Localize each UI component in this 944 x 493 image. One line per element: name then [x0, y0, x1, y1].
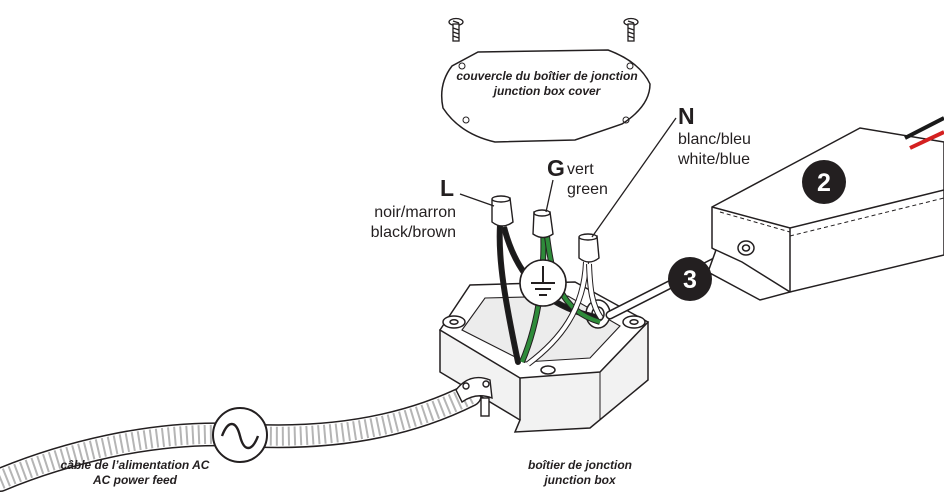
cover-label-en: junction box cover: [493, 84, 601, 98]
cover-screw-right-icon: [623, 17, 639, 42]
cover-screw-left-icon: [448, 17, 464, 42]
leader-lines: [459, 117, 677, 238]
neutral-wire: [526, 261, 604, 367]
neutral-letter: N: [678, 103, 695, 129]
live-color-en: black/brown: [370, 224, 456, 241]
wire-nut-live: [491, 195, 514, 227]
wire-nut-neutral: [578, 233, 600, 263]
badge-driver-number: 2: [817, 169, 831, 197]
cover-label: couvercle du boîtier de jonction junctio…: [452, 69, 642, 99]
ac-sine-icon: [212, 407, 268, 463]
live-colors: noir/marron black/brown: [340, 203, 456, 243]
ground-colors: vert green: [567, 160, 608, 200]
cable-clamp: [455, 376, 493, 417]
badge-driver: 2: [802, 160, 846, 204]
junction-box-label: boîtier de jonction junction box: [510, 458, 650, 488]
neutral-color-en: white/blue: [678, 151, 751, 168]
neutral-colors: blanc/bleu white/blue: [678, 130, 751, 170]
junction-box-cover: [440, 49, 651, 143]
power-feed-label: câble de l’alimentation AC AC power feed: [40, 458, 230, 488]
live-letter: L: [440, 175, 455, 201]
junction-box-label-en: junction box: [544, 473, 616, 487]
junction-box-label-fr: boîtier de jonction: [528, 458, 632, 472]
power-feed-label-fr: câble de l’alimentation AC: [60, 458, 210, 472]
wire-nut-ground: [532, 209, 554, 239]
cover-label-fr: couvercle du boîtier de jonction: [456, 69, 638, 83]
ground-letter: G: [547, 155, 565, 181]
badge-cable-number: 3: [683, 266, 697, 294]
driver-output-wires: [904, 116, 944, 150]
live-color-fr: noir/marron: [374, 204, 456, 221]
badge-cable: 3: [668, 257, 712, 301]
ground-symbol-icon: [519, 259, 567, 307]
neutral-color-fr: blanc/bleu: [678, 131, 751, 148]
power-feed-label-en: AC power feed: [92, 473, 177, 487]
ground-color-fr: vert: [567, 161, 594, 178]
ground-color-en: green: [567, 181, 608, 198]
led-driver: [707, 127, 944, 301]
